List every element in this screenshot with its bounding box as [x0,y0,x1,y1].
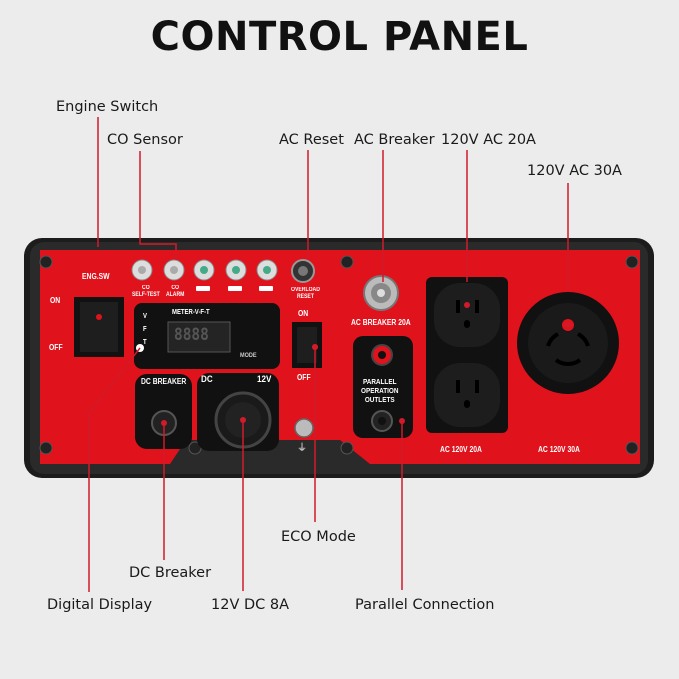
eng-sw-label: ENG.SW [82,272,110,281]
display-readout: 8888 [174,325,209,345]
engine-on-label: ON [50,296,61,305]
ac-breaker-20a-label: AC BREAKER 20A [351,318,411,327]
dc-breaker-label: DC Breaker [129,565,212,581]
eco-off-label: OFF [297,373,311,382]
digital-display-label: Digital Display [47,597,153,613]
v12-label: 12V [257,374,272,385]
page-title: CONTROL PANEL [150,14,529,60]
ac-20a-label: 120V AC 20A [441,132,536,148]
vft-f: F [143,326,147,333]
svg-text:⏚: ⏚ [297,442,307,454]
vft-v: V [143,313,147,320]
co-alarm-label: CO ALARM [166,285,185,298]
engine-switch-label: Engine Switch [56,99,159,115]
dc-12v-label: 12V DC 8A [211,597,290,613]
engine-off-label: OFF [49,343,63,352]
mode-label: MODE [240,352,257,359]
overload-reset-label: OVERLOAD RESET [291,287,320,300]
ac-120v-30a-label: AC 120V 30A [538,445,580,454]
co-sensor-label: CO Sensor [107,132,183,148]
parallel-outlets-label: PARALLEL OPERATION OUTLETS [361,377,399,404]
leader-lines [88,117,569,592]
meter-label: METER-V-F-T [172,309,210,316]
co-self-test-label: CO SELF-TEST [132,285,160,298]
vft-t: T [143,339,147,346]
parallel-connection-label: Parallel Connection [355,597,495,613]
co-indicators [131,259,278,281]
ac-reset-label: AC Reset [279,132,344,148]
ac-30a-label: 120V AC 30A [527,163,622,179]
eco-on-label: ON [298,309,309,318]
eco-mode-label: ECO Mode [281,529,356,545]
ac-120v-20a-label: AC 120V 20A [440,445,482,454]
ground-screw [294,418,314,438]
dc-label: DC [201,374,213,385]
ac-breaker-label: AC Breaker [354,132,435,148]
parallel-outlets [353,336,413,438]
dc-breaker-panel-label: DC BREAKER [141,377,187,386]
